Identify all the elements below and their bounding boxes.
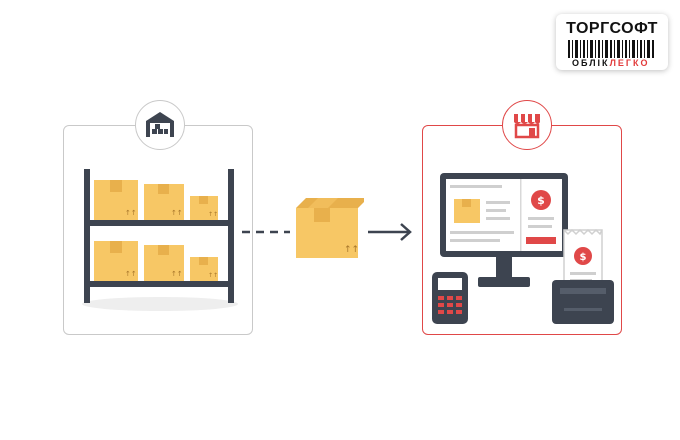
svg-text:↑↑: ↑↑ (125, 270, 137, 278)
receipt-printer-icon: $ (552, 228, 614, 324)
box-icon: ↑↑ (144, 184, 184, 220)
box-icon: ↑↑ (190, 257, 218, 281)
store-badge (502, 100, 552, 150)
box-icon: ↑↑ (296, 198, 364, 258)
svg-text:↑↑: ↑↑ (344, 245, 359, 255)
logo-title: ТОРГСОФТ (566, 20, 658, 37)
svg-text:↑↑: ↑↑ (125, 209, 137, 217)
logo-subtitle: ОБЛІКЛЕГКО (570, 58, 652, 70)
box-icon: ↑↑ (94, 241, 138, 281)
svg-text:↑↑: ↑↑ (208, 211, 218, 218)
torgsoft-logo: ТОРГСОФТ ОБЛІКЛЕГКО (556, 14, 668, 70)
dashed-connector (242, 230, 290, 234)
shelving-unit: ↑↑ ↑↑ ↑↑ ↑↑ ↑↑ ↑↑ (82, 169, 238, 311)
logo-subtitle-part2: ЛЕГКО (609, 58, 650, 68)
barcode-icon (568, 40, 654, 58)
warehouse-icon (146, 112, 174, 137)
warehouse-badge (135, 100, 185, 150)
dollar-icon: $ (580, 252, 587, 263)
pos-monitor-icon: $ (440, 173, 568, 287)
svg-text:↑↑: ↑↑ (171, 209, 183, 217)
card-terminal-icon (432, 272, 468, 324)
dollar-icon: $ (537, 194, 545, 207)
box-icon: ↑↑ (94, 180, 138, 220)
box-icon: ↑↑ (190, 196, 218, 220)
svg-text:↑↑: ↑↑ (208, 272, 218, 279)
store-icon (514, 114, 540, 139)
logo-subtitle-part1: ОБЛІК (572, 58, 610, 68)
arrow-right-icon (368, 223, 412, 241)
box-icon: ↑↑ (144, 245, 184, 281)
svg-text:↑↑: ↑↑ (171, 270, 183, 278)
